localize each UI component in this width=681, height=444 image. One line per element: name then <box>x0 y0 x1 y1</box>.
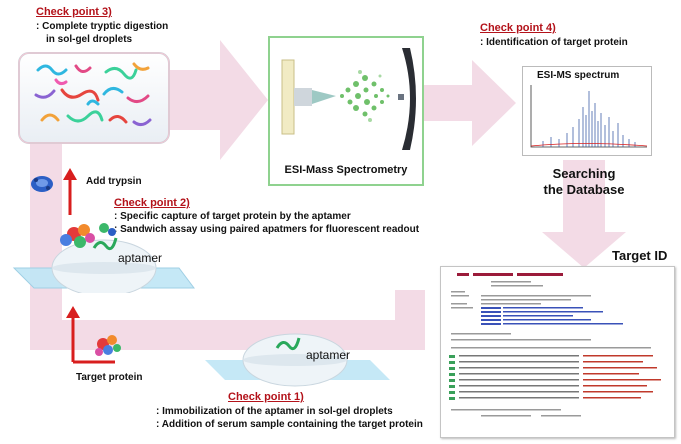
flow-bottom-right-band <box>395 290 425 350</box>
cp4-title: Check point 4) <box>480 22 556 34</box>
target-id-label: Target ID <box>612 248 668 263</box>
flow-esi-arrow <box>420 60 516 146</box>
flow-right-band <box>563 160 605 235</box>
spectrum-label: ESI-MS spectrum <box>537 70 620 81</box>
aptamer-bottom-label: aptamer <box>306 348 351 362</box>
result-table-rows <box>449 355 661 400</box>
database-result-document <box>440 266 675 438</box>
bound-protein-cluster <box>60 223 116 248</box>
cp1-line-1: : Immobilization of the aptamer in sol-g… <box>156 406 393 417</box>
esi-source-image <box>281 48 416 150</box>
add-trypsin-label: Add trypsin <box>86 176 142 187</box>
immobilization-droplet-image <box>205 333 390 387</box>
capture-droplet-image <box>12 223 195 293</box>
esi-ms-label: ESI-Mass Spectrometry <box>284 164 408 176</box>
cp2-line-1: : Specific capture of target protein by … <box>114 211 351 222</box>
esi-ms-panel: ESI-Mass Spectrometry <box>268 36 424 186</box>
digestion-droplet-image <box>18 52 170 144</box>
flow-right-arrowhead <box>542 232 626 268</box>
target-protein-label: Target protein <box>76 372 143 383</box>
cp3-title: Check point 3) <box>36 6 112 18</box>
aptamer-top-label: aptamer <box>118 251 163 265</box>
flow-bottom-band <box>30 320 425 350</box>
target-protein-arrow <box>66 306 121 364</box>
searching-database-label: Searching the Database <box>540 166 628 198</box>
add-trypsin-arrow <box>31 168 77 215</box>
cp2-title: Check point 2) <box>114 197 190 209</box>
cp3-line-1: : Complete tryptic digestion <box>36 21 169 32</box>
cp1-title: Check point 1) <box>228 391 304 403</box>
cp2-line-2: : Sandwich assay using paired apatmers f… <box>114 224 420 235</box>
flow-top-arrow <box>170 40 268 160</box>
cp3-line-2: in sol-gel droplets <box>46 34 133 45</box>
searching-line-2: the Database <box>543 182 625 197</box>
result-document-content <box>449 273 661 417</box>
trypsin-molecule-icon <box>31 176 53 192</box>
spectrum-panel: ESI-MS spectrum <box>522 66 652 156</box>
searching-line-1: Searching <box>552 166 616 181</box>
cp1-line-2: : Addition of serum sample containing th… <box>156 419 423 430</box>
cp4-line-1: : Identification of target protein <box>480 37 628 48</box>
target-protein-icon <box>95 335 121 356</box>
spectrum-plot <box>530 85 648 148</box>
